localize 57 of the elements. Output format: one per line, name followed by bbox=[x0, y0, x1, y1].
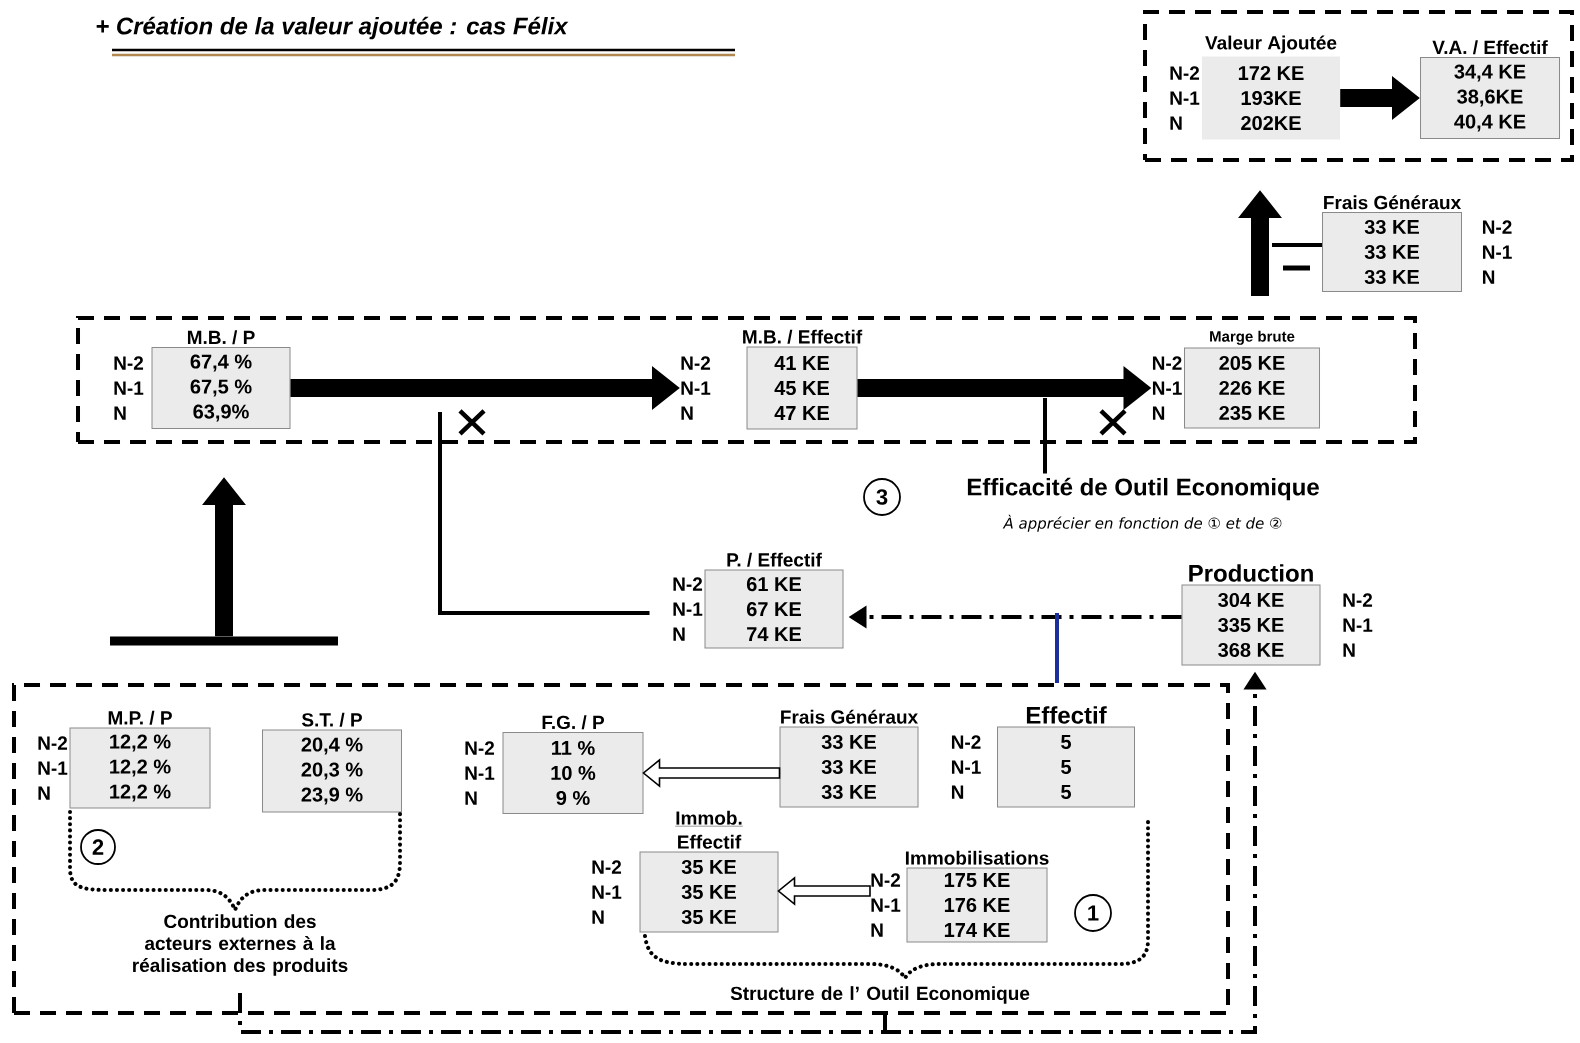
box-heading: Immobilisations bbox=[905, 850, 1049, 865]
box-heading: Marge brute bbox=[1210, 330, 1295, 345]
year-labels: N-2 N-1 N bbox=[465, 741, 495, 805]
value-box: 20,4 % 20,3 % 23,9 % bbox=[262, 729, 402, 813]
value-box: 41 KE 45 KE 47 KE bbox=[746, 346, 858, 430]
box-heading: S.T. / P bbox=[301, 712, 362, 727]
box-heading: F.G. / P bbox=[542, 715, 604, 730]
value-box: 61 KE 67 KE 74 KE bbox=[704, 569, 844, 649]
value-box: 35 KE 35 KE 35 KE bbox=[639, 851, 779, 933]
box-heading: M.B. / P bbox=[187, 330, 255, 345]
connector-line bbox=[1272, 243, 1322, 247]
hollow-arrow bbox=[642, 758, 781, 788]
year-labels: N-2 N-1 N bbox=[1170, 66, 1200, 130]
value-box: 33 KE 33 KE 33 KE bbox=[1322, 212, 1462, 292]
box-heading: P. / Effectif bbox=[727, 552, 822, 567]
box-heading: Production bbox=[1189, 564, 1313, 582]
box-heading: Effectif bbox=[1026, 706, 1107, 724]
year-labels: N-2 N-1 N bbox=[38, 736, 68, 800]
dashed-group-box bbox=[12, 683, 1230, 1015]
year-labels: N-2 N-1 N bbox=[871, 873, 901, 937]
heading: Efficacité de Outil Economique bbox=[967, 477, 1319, 501]
value-box: 12,2 % 12,2 % 12,2 % bbox=[69, 727, 211, 809]
bar bbox=[110, 636, 338, 646]
value-box: 67,4 % 67,5 % 63,9% bbox=[151, 347, 291, 429]
dashed-group-box bbox=[1143, 10, 1574, 162]
connector-line bbox=[1043, 398, 1047, 474]
year-labels: N-2 N-1 N bbox=[1343, 593, 1373, 657]
year-labels: N-2 N-1 N bbox=[1152, 356, 1182, 420]
connector-line bbox=[438, 412, 650, 615]
hollow-arrow bbox=[777, 876, 871, 906]
caption-text: Structure de l’ Outil Economique bbox=[730, 986, 1030, 1004]
dashed-group-box bbox=[76, 316, 1417, 444]
year-labels: N-2 N-1 N bbox=[681, 356, 711, 420]
value-box: 5 5 5 bbox=[997, 726, 1135, 808]
value-box: 175 KE 176 KE 174 KE bbox=[906, 867, 1048, 943]
year-labels: N-2 N-1 N bbox=[673, 577, 703, 641]
year-labels: N-2 N-1 N bbox=[1483, 220, 1512, 284]
box-heading: V.A. / Effectif bbox=[1432, 40, 1548, 55]
box-heading: Valeur Ajoutée bbox=[1205, 35, 1337, 54]
value-box: 205 KE 226 KE 235 KE bbox=[1184, 347, 1320, 429]
year-labels: N-2 N-1 N bbox=[951, 735, 981, 799]
box-heading: Frais Généraux bbox=[1324, 195, 1461, 210]
title: + Création de la valeur ajoutée : cas Félix bbox=[96, 16, 569, 40]
value-box: 172 KE 193KE 202KE bbox=[1202, 56, 1340, 140]
box-heading: Frais Généraux bbox=[781, 709, 918, 724]
subtitle: À apprécier en fonction de ① et de ② bbox=[1002, 514, 1282, 532]
value-box: 304 KE 335 KE 368 KE bbox=[1181, 584, 1321, 666]
box-heading: Immob. Effectif bbox=[675, 810, 743, 849]
value-box: 34,4 KE 38,6KE 40,4 KE bbox=[1420, 57, 1560, 139]
box-heading: M.P. / P bbox=[108, 710, 172, 725]
year-labels: N-2 N-1 N bbox=[592, 860, 622, 924]
value-box: 33 KE 33 KE 33 KE bbox=[779, 726, 919, 808]
caption-text: Contribution des acteurs externes à la réalisation des produits bbox=[133, 914, 348, 976]
year-labels: N-2 N-1 N bbox=[114, 356, 144, 420]
box-heading: M.B. / Effectif bbox=[743, 329, 863, 344]
value-box: 11 % 10 % 9 % bbox=[502, 732, 644, 814]
connector-line bbox=[1055, 613, 1059, 683]
